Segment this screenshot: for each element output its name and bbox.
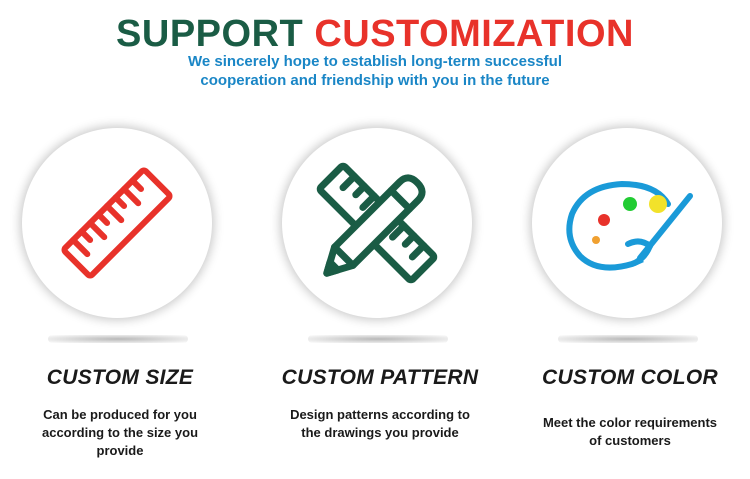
- card-shadow: [48, 335, 188, 343]
- card-desc-line: Meet the color requirements: [542, 415, 718, 430]
- subtitle-line-1: We sincerely hope to establish long-term…: [188, 53, 562, 70]
- card-desc-line: of customers: [589, 433, 671, 448]
- icon-circle: [282, 128, 472, 318]
- subtitle-line-2: cooperation and friendship with you in t…: [200, 72, 550, 89]
- card-desc-line: Design patterns according to: [290, 407, 470, 422]
- paint-palette-icon: [566, 180, 693, 271]
- card-title: CUSTOM COLOR: [542, 366, 718, 389]
- card-custom-size: CUSTOM SIZE Can be produced for you acco…: [10, 118, 230, 458]
- card-description: Design patterns according to the drawing…: [270, 406, 490, 442]
- card-desc-line: Can be produced for you: [43, 407, 197, 422]
- card-description: Can be produced for you according to the…: [10, 406, 230, 460]
- ruler-icon: [61, 167, 173, 279]
- card-title: CUSTOM SIZE: [46, 366, 194, 389]
- card-desc-line: the drawings you provide: [301, 425, 459, 440]
- card-custom-color: CUSTOM COLOR Meet the color requirements…: [520, 118, 740, 458]
- title-support: SUPPORT: [116, 13, 304, 55]
- card-description: Meet the color requirements of customers: [520, 414, 740, 450]
- card-shadow: [308, 335, 448, 343]
- card-shadow: [558, 335, 698, 343]
- page-title: SUPPORT CUSTOMIZATION: [0, 12, 750, 56]
- card-desc-line: provide: [96, 443, 144, 458]
- card-custom-pattern: CUSTOM PATTERN Design patterns according…: [270, 118, 490, 458]
- card-desc-line: according to the size you: [41, 425, 199, 440]
- card-title: CUSTOM PATTERN: [281, 366, 479, 389]
- page-subtitle: We sincerely hope to establish long-term…: [0, 52, 750, 90]
- title-customization: CUSTOMIZATION: [314, 13, 634, 55]
- ruler-pencil-icon: [316, 162, 438, 284]
- icon-circle: [532, 128, 722, 318]
- icon-circle: [22, 128, 212, 318]
